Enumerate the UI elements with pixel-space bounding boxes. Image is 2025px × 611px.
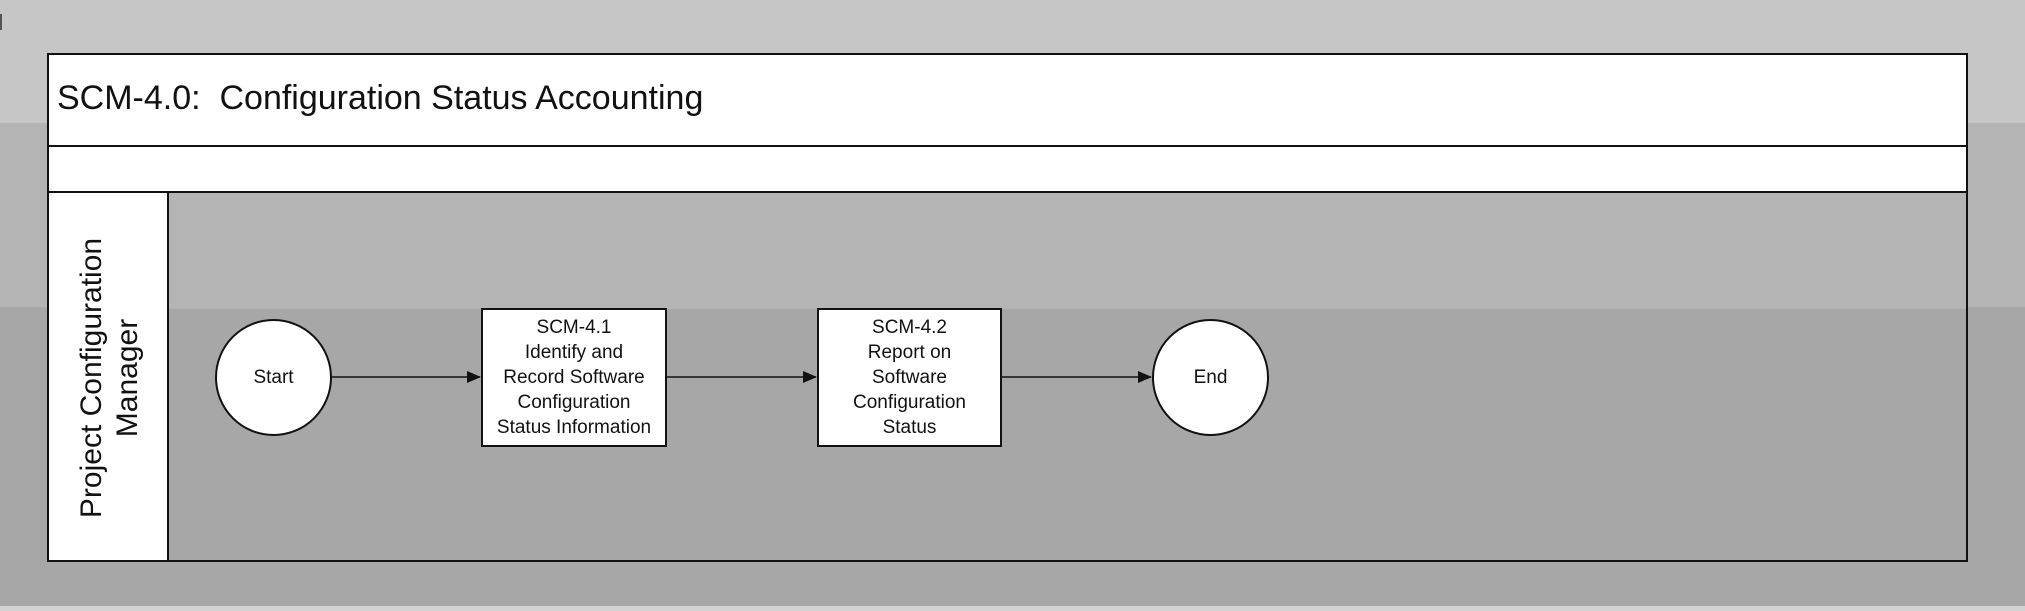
process-box-scm-4-2-line: SCM-4.2 [872,317,947,338]
process-box-scm-4-1-line: SCM-4.1 [536,317,612,338]
lane-header: Project Configuration Manager [47,191,169,562]
process-box-scm-4-2-line: Status [882,417,937,438]
end-node[interactable]: End [1152,319,1269,436]
process-box-scm-4-2[interactable]: SCM-4.2 Report on Software Configuration… [817,308,1002,447]
process-box-scm-4-1[interactable]: SCM-4.1 Identify and Record Software Con… [481,308,667,447]
diagram-subtitle-row [47,145,1968,193]
process-box-scm-4-1-line: Identify and [524,342,624,363]
process-box-scm-4-2-line: Configuration [852,392,967,413]
edge-marker [0,14,2,30]
start-node-label: Start [253,366,294,388]
end-node-label: End [1193,366,1228,388]
diagram-title-row: SCM-4.0: Configuration Status Accounting [47,53,1968,147]
process-box-scm-4-2-line: Software [872,367,947,388]
start-node[interactable]: Start [215,319,332,436]
diagram-title: SCM-4.0: Configuration Status Accounting [57,79,704,117]
process-box-scm-4-2-line: Report on [867,342,952,363]
process-box-scm-4-1-line: Record Software [503,367,645,388]
process-box-scm-4-1-line: Status Information [496,417,652,438]
background-bottom-strip [0,606,2025,611]
process-box-scm-4-1-line: Configuration [517,392,631,413]
